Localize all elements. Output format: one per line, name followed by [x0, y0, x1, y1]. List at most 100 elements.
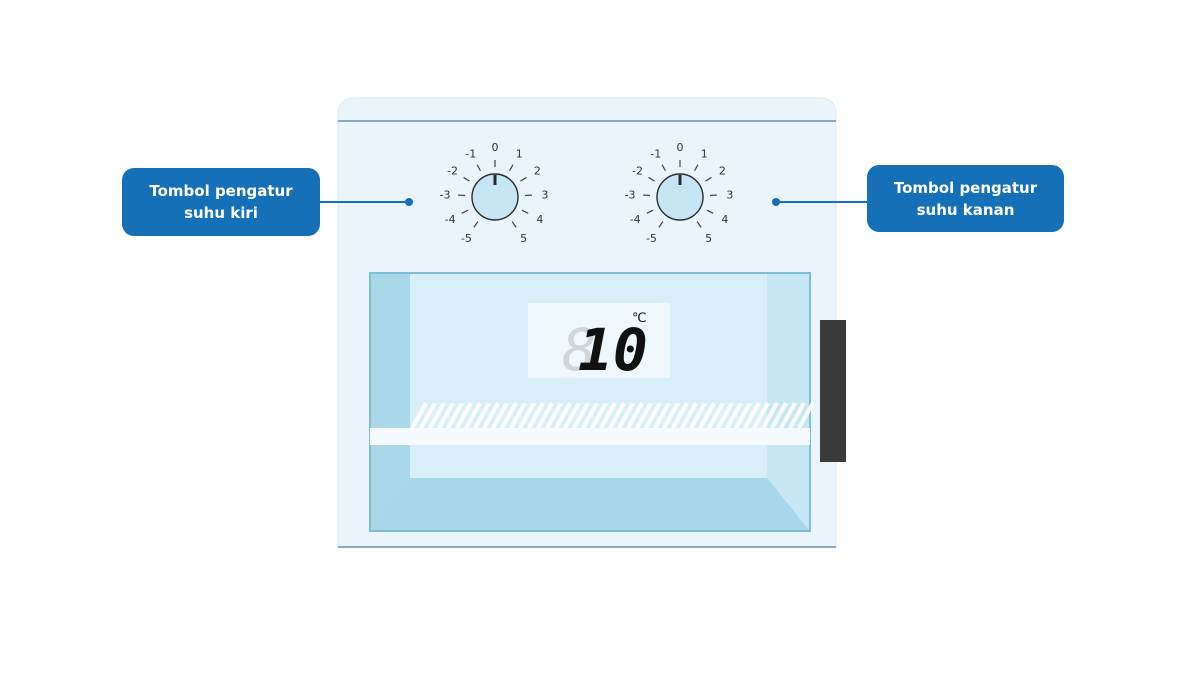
shelf-slat [725, 402, 743, 429]
left-callout-dot [405, 198, 413, 206]
shelf-grille [410, 402, 815, 429]
shelf-slat [707, 402, 725, 429]
shelf-slat [473, 402, 491, 429]
shelf-slat [455, 402, 473, 429]
display-ghost-digit: 8 [562, 316, 597, 384]
left-dial-tick [476, 164, 481, 172]
shelf-slat [635, 402, 653, 429]
left-dial-tick [521, 209, 529, 214]
left-dial-tick [520, 176, 527, 182]
right-dial-callout: Tombol pengatur suhu kanan [867, 165, 1064, 232]
shelf-slat [734, 402, 752, 429]
left-dial-knob[interactable] [471, 173, 519, 221]
shelf-slat [482, 402, 500, 429]
left-dial-label: 3 [541, 188, 548, 201]
shelf-slat [608, 402, 626, 429]
right-dial-label: 1 [701, 147, 708, 160]
shelf-slat [545, 402, 563, 429]
right-dial-label: -3 [625, 188, 636, 201]
shelf-slat [662, 402, 680, 429]
right-dial-label: -5 [646, 232, 657, 245]
shelf-slat [464, 402, 482, 429]
right-dial-label: 4 [721, 213, 728, 226]
shelf-slat [491, 402, 509, 429]
shelf-slat [653, 402, 671, 429]
shelf-slat [419, 402, 437, 429]
right-dial-label: -2 [632, 165, 643, 178]
shelf-slat [626, 402, 644, 429]
shelf-slat [761, 402, 779, 429]
fridge-door-handle[interactable] [820, 320, 846, 462]
left-dial-tick [463, 176, 470, 182]
shelf-slat [572, 402, 590, 429]
right-callout-line1: Tombol pengatur [893, 178, 1038, 197]
left-callout-line2: suhu kiri [184, 204, 258, 222]
left-temperature-dial[interactable]: 0 123 45 -5 -4 -3 -2 -1 [440, 141, 549, 245]
left-dial-label: -2 [447, 165, 458, 178]
shelf-slat [500, 402, 518, 429]
shelf-slat [752, 402, 770, 429]
left-dial-tick [509, 164, 514, 172]
shelf-slat [779, 402, 797, 429]
shelf-slat [680, 402, 698, 429]
left-dial-label: 2 [534, 165, 541, 178]
right-dial-label: 3 [726, 188, 733, 201]
right-dial-tick [705, 176, 712, 182]
shelf-slat [797, 402, 815, 429]
right-dial-label: -1 [650, 147, 661, 160]
shelf-slat [527, 402, 545, 429]
interior-right-wall [767, 274, 809, 530]
shelf-slat [590, 402, 608, 429]
right-dial-tick [648, 176, 655, 182]
right-dial-knob[interactable] [656, 173, 704, 221]
shelf-slat [563, 402, 581, 429]
shelf-slat [788, 402, 806, 429]
shelf-slat [509, 402, 527, 429]
shelf-slat [554, 402, 572, 429]
shelf-slat [410, 402, 428, 429]
left-callout-line1: Tombol pengatur [149, 182, 293, 200]
shelf-slat [671, 402, 689, 429]
right-dial-tick [694, 164, 699, 172]
shelf-slat [446, 402, 464, 429]
shelf-slat [599, 402, 617, 429]
left-dial-label: -4 [445, 213, 456, 226]
interior-left-wall [371, 274, 410, 530]
left-dial-label: 1 [516, 147, 523, 160]
shelf-slat [581, 402, 599, 429]
left-dial-label: -5 [461, 232, 472, 245]
shelf-slat [698, 402, 716, 429]
right-callout-dot [772, 198, 780, 206]
left-dial-label: -1 [465, 147, 476, 160]
right-dial-label: 2 [719, 165, 726, 178]
right-callout-line2: suhu kanan [916, 200, 1015, 219]
shelf-slat [617, 402, 635, 429]
shelf-slat [644, 402, 662, 429]
left-dial-label: 0 [492, 141, 499, 154]
shelf-slat [716, 402, 734, 429]
shelf-slat [689, 402, 707, 429]
right-dial-tick [696, 221, 702, 228]
temperature-unit: ℃ [632, 311, 647, 326]
left-dial-label: -3 [440, 188, 451, 201]
shelf-slat [536, 402, 554, 429]
shelf-slat [770, 402, 788, 429]
shelf-slat [743, 402, 761, 429]
shelf-slat [428, 402, 446, 429]
right-dial-label: 5 [705, 232, 712, 245]
shelf-slat [518, 402, 536, 429]
temperature-value: 10 [578, 316, 648, 384]
left-dial-tick [473, 221, 479, 228]
left-dial-callout: Tombol pengatur suhu kiri [122, 168, 320, 236]
left-dial-label: 4 [536, 213, 543, 226]
temperature-display [528, 303, 670, 378]
left-dial-label: 5 [520, 232, 527, 245]
right-dial-tick [646, 209, 654, 214]
right-dial-tick [661, 164, 666, 172]
right-dial-tick [658, 221, 664, 228]
shelf-slat [437, 402, 455, 429]
right-dial-tick [706, 209, 714, 214]
shelf [370, 428, 810, 445]
